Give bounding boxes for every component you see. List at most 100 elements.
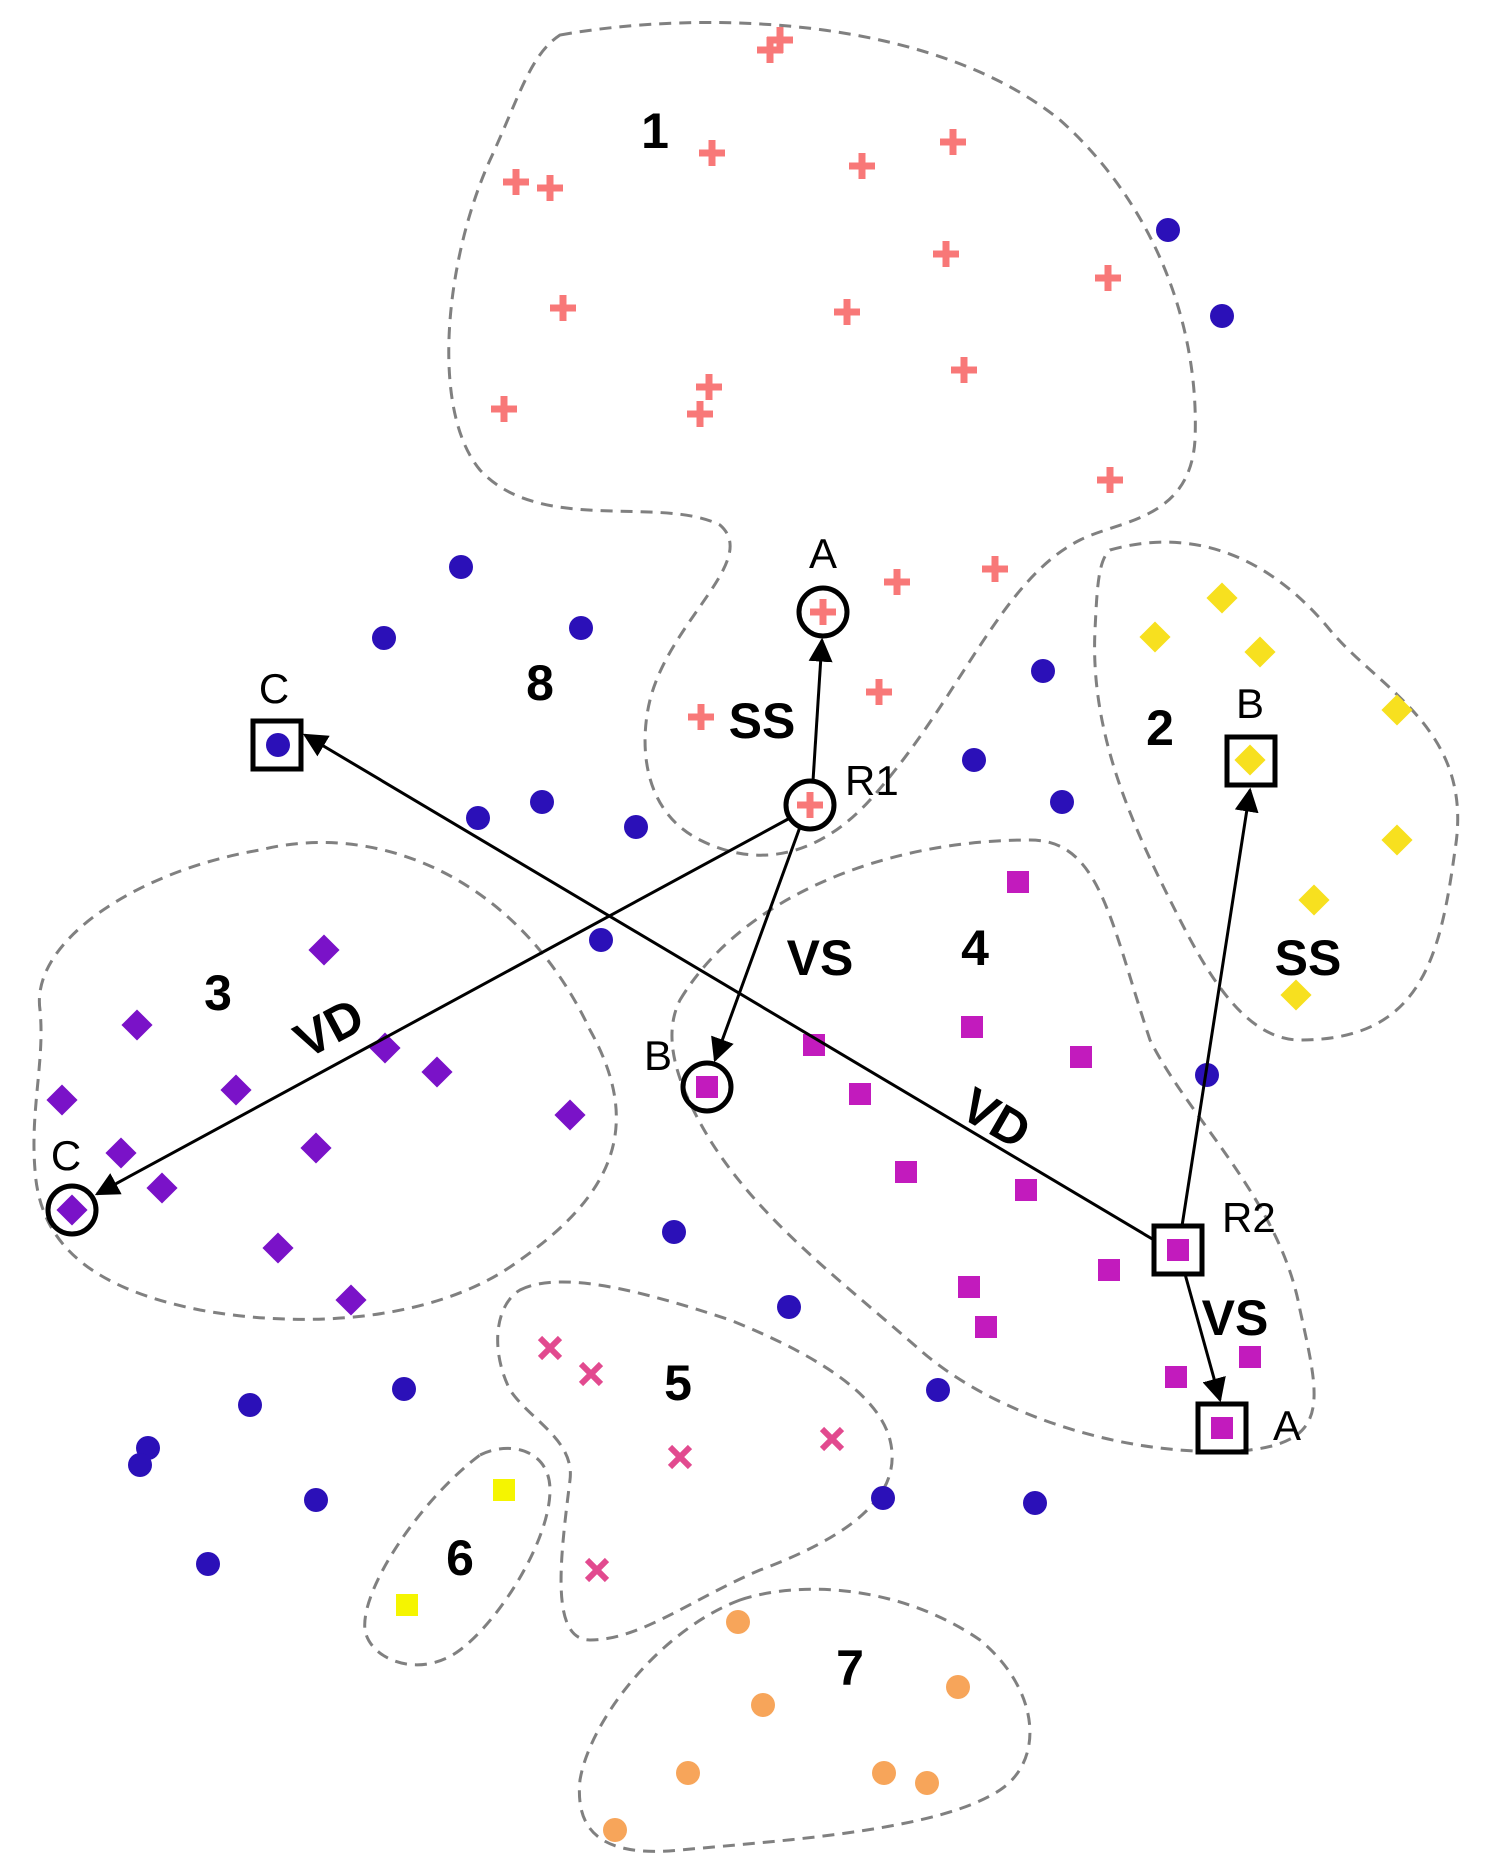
cluster-7-point	[915, 1771, 939, 1795]
cluster-outlines	[32, 21, 1460, 1853]
cluster-5-point	[578, 1361, 604, 1387]
cluster-6-label: 6	[446, 1530, 474, 1586]
cluster-1-point	[866, 679, 892, 705]
cluster-1-point	[687, 401, 713, 427]
cluster-1-point	[696, 374, 722, 400]
cluster-5-label: 5	[664, 1355, 692, 1411]
cluster-1-point	[951, 357, 977, 383]
cluster-3-outline	[32, 841, 618, 1321]
cluster-8-point	[466, 806, 490, 830]
r1-target-b-label: B	[644, 1032, 672, 1079]
cluster-8-point	[624, 815, 648, 839]
cluster-8-point	[304, 1488, 328, 1512]
cluster-3-point	[46, 1084, 78, 1116]
cluster-7-label: 7	[836, 1640, 864, 1696]
cluster-8-point	[1156, 218, 1180, 242]
cluster-8-point	[871, 1486, 895, 1510]
cluster-8-point	[392, 1377, 416, 1401]
r1-target-b-ring[interactable]	[680, 1060, 734, 1114]
cluster-2-point	[1206, 582, 1238, 614]
cluster-1-point	[550, 295, 576, 321]
cluster-7-outline	[577, 1587, 1032, 1853]
cluster-3-point	[220, 1074, 252, 1106]
cluster-8-point	[372, 626, 396, 650]
cluster-1-point	[1097, 467, 1123, 493]
r1-target-a-label: A	[809, 530, 837, 577]
r1-target-a-ring[interactable]	[796, 585, 850, 639]
cluster-2-point	[1234, 744, 1266, 776]
cluster-4-point	[975, 1316, 997, 1338]
r2-target-a-label: A	[1273, 1402, 1301, 1449]
cluster-4-point	[1165, 1366, 1187, 1388]
cluster-3-point	[56, 1194, 88, 1226]
cluster-4-point	[1007, 871, 1029, 893]
cluster-1-point	[797, 792, 823, 818]
relation-arrows	[94, 637, 1259, 1403]
r1-reference-ring[interactable]	[783, 778, 837, 832]
cluster-2-point	[1139, 621, 1171, 653]
cluster-3-point	[300, 1132, 332, 1164]
r2-ss-label: SS	[1275, 930, 1342, 986]
cluster-4-point	[849, 1083, 871, 1105]
cluster-8-point	[530, 790, 554, 814]
cluster-4-point	[1239, 1346, 1261, 1368]
r1-vs-arrow	[711, 826, 802, 1063]
r2-vs-arrow	[1183, 1273, 1226, 1403]
cluster-2-label: 2	[1146, 700, 1174, 756]
cluster-8-point	[589, 928, 613, 952]
cluster-1-point	[1095, 265, 1121, 291]
cluster-8-point	[128, 1453, 152, 1477]
r2-target-c-box[interactable]	[250, 718, 304, 772]
r2-vd-label: VD	[952, 1077, 1040, 1160]
cluster-8-point	[266, 733, 290, 757]
cluster-4-point	[1070, 1046, 1092, 1068]
cluster-1-outline	[447, 21, 1197, 857]
r1-vs-label: VS	[787, 930, 854, 986]
cluster-3-label: 3	[204, 965, 232, 1021]
cluster-1-label: 1	[641, 103, 669, 159]
cluster-5-outline	[496, 1280, 894, 1642]
r1-target-c-ring[interactable]	[45, 1183, 99, 1237]
cluster-8-point	[1050, 790, 1074, 814]
cluster-3-point	[369, 1032, 401, 1064]
cluster-3-point	[105, 1137, 137, 1169]
cluster-8-point	[196, 1552, 220, 1576]
cluster-3-point	[262, 1232, 294, 1264]
r2-vd-arrow	[302, 733, 1155, 1242]
cluster-4-point	[1167, 1239, 1189, 1261]
cluster-8-point	[926, 1378, 950, 1402]
cluster-1-point	[810, 599, 836, 625]
cluster-1-point	[688, 704, 714, 730]
cluster-4-point	[895, 1161, 917, 1183]
cluster-2-outline	[1093, 540, 1460, 1042]
cluster-1-point	[933, 241, 959, 267]
cluster-2-point	[1298, 884, 1330, 916]
cluster-1-point	[537, 175, 563, 201]
cluster-3-point	[121, 1009, 153, 1041]
labels: 1 2 3 4 5 6 7 8 R1 R2 A B C A B C SS VS …	[51, 103, 1342, 1696]
r2-target-a-box[interactable]	[1195, 1401, 1249, 1455]
r1-ss-arrow	[808, 637, 833, 782]
cluster-4-point	[1098, 1259, 1120, 1281]
cluster-2-point	[1381, 694, 1413, 726]
cluster-8-point	[1023, 1491, 1047, 1515]
highlight-markers	[45, 585, 1278, 1455]
r2-reference-box[interactable]	[1151, 1223, 1205, 1277]
r2-vs-label: VS	[1202, 1290, 1269, 1346]
cluster-8-point	[569, 616, 593, 640]
cluster-7-point	[726, 1610, 750, 1634]
cluster-4-label: 4	[961, 920, 989, 976]
cluster-5-point	[819, 1426, 845, 1452]
cluster-1-point	[884, 569, 910, 595]
cluster-1-point	[940, 129, 966, 155]
cluster-4-point	[961, 1016, 983, 1038]
cluster-8-point	[777, 1295, 801, 1319]
cluster-3-point	[421, 1056, 453, 1088]
cluster-4-outline	[670, 838, 1316, 1454]
cluster-6-outline	[363, 1446, 552, 1667]
cluster-7-point	[603, 1818, 627, 1842]
cluster-1-point	[834, 299, 860, 325]
r2-target-b-box[interactable]	[1224, 734, 1278, 788]
r2-target-c-label: C	[259, 665, 289, 712]
cluster-1-point	[491, 396, 517, 422]
